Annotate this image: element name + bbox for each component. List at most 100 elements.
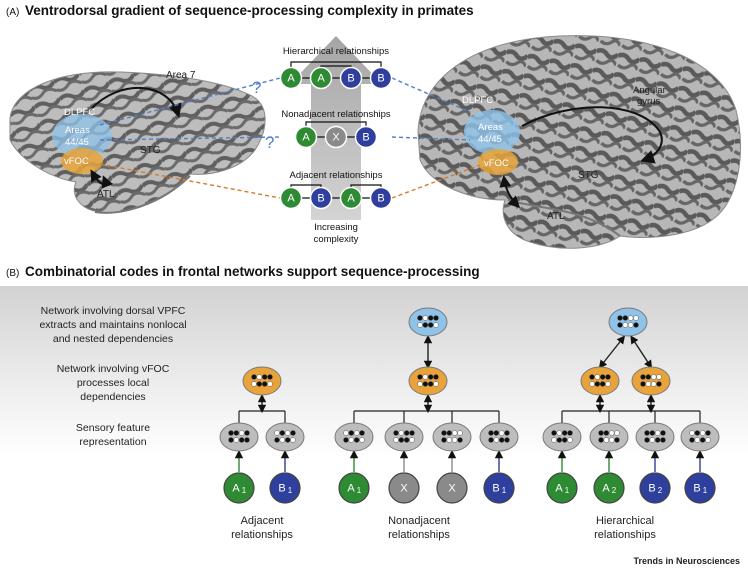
monkey-areas-label-2: 44/45 — [65, 137, 89, 148]
relation-node — [294, 125, 318, 149]
monkey-area7-label: Area 7 — [166, 70, 196, 81]
feature-dot — [433, 381, 439, 387]
input-node-label: A — [555, 483, 563, 495]
feature-dot — [633, 315, 639, 321]
input-node-subscript: 1 — [565, 486, 570, 495]
feature-dot — [589, 374, 595, 380]
feature-dot — [441, 430, 447, 436]
feature-dot — [417, 315, 423, 321]
human-vfoc-region — [478, 149, 518, 175]
feature-dot — [228, 437, 234, 443]
feature-dot — [556, 430, 563, 436]
feature-dot — [650, 381, 657, 387]
feature-dot — [422, 374, 429, 380]
sensory-feature-node — [589, 422, 629, 452]
feature-dot — [660, 430, 666, 436]
feature-dot — [660, 437, 666, 443]
feature-dot — [605, 381, 611, 387]
feature-dot — [417, 381, 423, 387]
monkey-dlpfc-label: DLPFC — [64, 107, 95, 118]
side-label-dorsal-line-3: and nested dependencies — [53, 333, 173, 345]
feature-dot — [274, 430, 280, 436]
feature-dot — [446, 437, 453, 443]
relation-node-label: A — [287, 73, 295, 85]
relation-node-label: A — [302, 132, 310, 144]
relation-node — [369, 66, 393, 90]
monkey-dlpfc-area7-arrow — [89, 87, 182, 118]
feature-dot — [433, 322, 439, 328]
feature-dot — [599, 381, 606, 387]
feature-dot — [614, 437, 620, 443]
journal-credit: Trends in Neurosciences — [633, 556, 740, 566]
feature-dot — [393, 430, 399, 436]
feature-dot — [622, 322, 629, 328]
dashed-hier-left — [99, 77, 281, 126]
feature-dot — [290, 437, 296, 443]
caption-nonadjacent-2: relationships — [388, 529, 450, 541]
monkey-atl-label: ATL — [97, 189, 115, 200]
input-node-subscript: 1 — [357, 486, 362, 495]
relation-node-label: X — [332, 132, 340, 144]
feature-dot — [594, 381, 601, 387]
relation-node — [369, 186, 393, 210]
feature-dot — [551, 430, 557, 436]
feature-dot — [446, 430, 453, 436]
feature-dot — [256, 374, 263, 380]
feature-dot — [594, 374, 601, 380]
question-mark-nonadj: ? — [265, 133, 274, 152]
side-label-sensory-line-1: Sensory feature — [76, 422, 150, 434]
feature-dot — [267, 374, 273, 380]
feature-dot — [689, 430, 695, 436]
feature-dot — [603, 430, 610, 436]
sensory-feature-node — [680, 422, 720, 452]
feature-dot — [433, 315, 439, 321]
input-node — [338, 472, 370, 504]
relation-node-label: A — [317, 73, 325, 85]
feature-dot — [561, 437, 568, 443]
input-node-label: B — [278, 483, 285, 495]
feature-dot — [244, 430, 250, 436]
feature-dot — [493, 430, 500, 436]
input-node-subscript: 2 — [612, 486, 617, 495]
caption-hierarchical-1: Hierarchical — [596, 515, 654, 527]
input-node — [436, 472, 468, 504]
relation-node — [309, 66, 333, 90]
feature-dot — [598, 437, 604, 443]
human-stg-label: STG — [578, 170, 599, 181]
caption-hierarchical-2: relationships — [594, 529, 656, 541]
vfoc-node — [631, 366, 671, 396]
relation-node-label: B — [377, 73, 384, 85]
feature-dot — [608, 430, 615, 436]
relation-node — [309, 186, 333, 210]
feature-dot — [627, 315, 634, 321]
dashed-nonadj-right — [391, 136, 471, 141]
question-mark-hier: ? — [252, 78, 261, 97]
monkey-stg-label: STG — [140, 145, 161, 156]
feature-dot — [348, 437, 355, 443]
input-node — [684, 472, 716, 504]
feature-dot — [551, 437, 557, 443]
monkey-vfoc-atl-arrow — [90, 169, 113, 189]
human-atl-label: ATL — [547, 211, 565, 222]
feature-dot — [261, 381, 268, 387]
feature-dot — [409, 430, 415, 436]
vfoc-node — [408, 366, 448, 396]
feature-dot — [251, 374, 257, 380]
panel-b-title: Combinatorial codes in frontal networks … — [25, 264, 480, 279]
human-vfoc-label: vFOC — [484, 158, 509, 169]
vfoc-node — [242, 366, 282, 396]
input-node — [269, 472, 301, 504]
feature-dot — [598, 430, 604, 436]
feature-dot — [353, 437, 360, 443]
feature-dot — [238, 430, 245, 436]
input-node-subscript: 1 — [502, 486, 507, 495]
relation-node-label: B — [317, 193, 324, 205]
feature-dot — [694, 430, 701, 436]
feature-dot — [608, 437, 615, 443]
feature-dot — [393, 437, 399, 443]
relation-node-label: B — [347, 73, 354, 85]
feature-dot — [644, 430, 650, 436]
feature-dot — [279, 430, 286, 436]
feature-dot — [640, 374, 646, 380]
